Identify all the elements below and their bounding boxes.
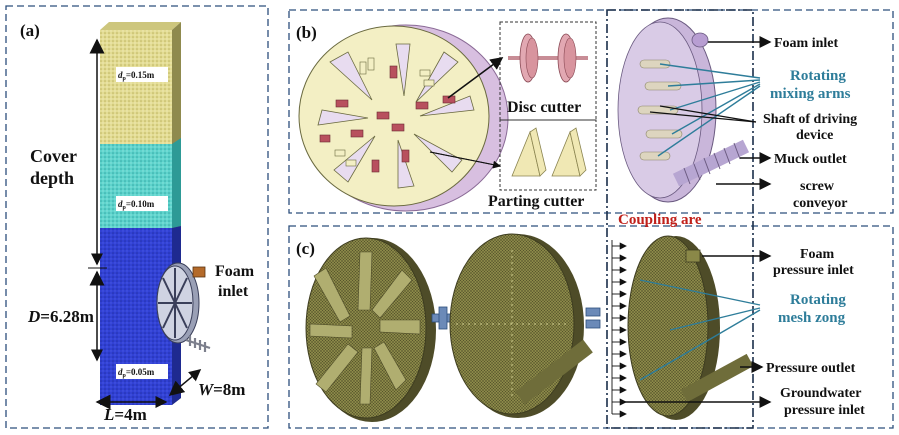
label-box-3: [116, 364, 168, 379]
equals-sign: [585, 307, 601, 329]
w-label: W=8m: [198, 380, 245, 399]
mesh-chamber: [449, 233, 593, 418]
cutterhead-small: [156, 262, 211, 352]
panel-a-frame: [5, 5, 269, 429]
panel-a-tag: (a): [20, 21, 40, 40]
label-box-1: [116, 67, 168, 82]
foam-inlet-b-label: Foam inlet: [774, 36, 838, 51]
disc-cutter-arrow: [447, 57, 504, 99]
panel-c-callouts: Foam pressure inlet Rotating mesh zong P…: [624, 247, 865, 418]
rotating-mesh-label-1: Rotating: [790, 292, 846, 308]
rotating-mixing-label-2: mixing arms: [770, 86, 851, 102]
chamber-3d: [617, 17, 750, 203]
panel-c-frame: [288, 225, 894, 429]
screw-label-1: screw: [800, 179, 835, 194]
disc-cutter-image: [508, 33, 588, 83]
d-label: D=6.28m: [27, 307, 94, 326]
mesh-screw: [515, 339, 593, 405]
panel-c-tag: (c): [296, 239, 315, 258]
soil-column: [100, 22, 181, 405]
shaft-label-2: device: [796, 128, 833, 143]
foam-pressure-label-2: pressure inlet: [773, 263, 854, 278]
coupling-frame: [606, 9, 754, 429]
panel-b-frame: [288, 9, 894, 214]
layer-middle: [100, 144, 172, 228]
mesh-chamber-side: [627, 235, 754, 420]
mesh-cutterhead: [305, 237, 436, 422]
layer-label-1: dp=0.15m: [118, 70, 155, 82]
w-dimension-arrow: [168, 369, 202, 396]
cover-depth-label-2: depth: [30, 168, 74, 188]
cutterhead-disc: [298, 24, 509, 212]
label-box-2: [116, 196, 168, 211]
layer-label-3: dp=0.05m: [118, 367, 155, 379]
groundwater-label-2: pressure inlet: [784, 403, 865, 418]
panel-b-tag: (b): [296, 23, 317, 42]
l-label: L=4m: [103, 405, 147, 424]
muck-outlet-label: Muck outlet: [774, 152, 847, 167]
groundwater-arrows: [611, 240, 627, 418]
foam-inlet-label-1: Foam: [215, 263, 255, 280]
foam-inlet-port: [691, 32, 709, 48]
screw-small: [185, 336, 211, 352]
foam-pressure-port: [685, 249, 701, 263]
foam-pressure-label-1: Foam: [800, 247, 835, 262]
panel-b-callouts: Foam inlet Rotating mixing arms Shaft of…: [649, 36, 857, 211]
shaft-label-1: Shaft of driving: [763, 112, 857, 127]
parting-cutter-label: Parting cutter: [488, 193, 584, 210]
disc-cutter-label: Disc cutter: [507, 99, 581, 116]
parting-cutter-arrow: [429, 151, 501, 169]
screw-label-2: conveyor: [793, 196, 847, 211]
layer-label-2: dp=0.10m: [118, 199, 155, 211]
parting-cutter-image: [511, 127, 587, 177]
rotating-mesh-label-2: mesh zong: [778, 310, 846, 326]
parting-cutter-box: [499, 119, 597, 191]
rotating-mixing-label-1: Rotating: [790, 68, 846, 84]
layer-top: [100, 30, 172, 144]
groundwater-label-1: Groundwater: [780, 386, 861, 401]
coupling-label: Coupling are: [618, 212, 702, 228]
foam-inlet-pipe: [192, 266, 206, 278]
screw-conveyor-3d: [672, 139, 750, 187]
side-screw: [680, 353, 754, 403]
pressure-outlet-label: Pressure outlet: [766, 361, 856, 376]
cover-depth-label-1: Cover: [30, 146, 77, 166]
foam-inlet-label-2: inlet: [218, 283, 249, 300]
